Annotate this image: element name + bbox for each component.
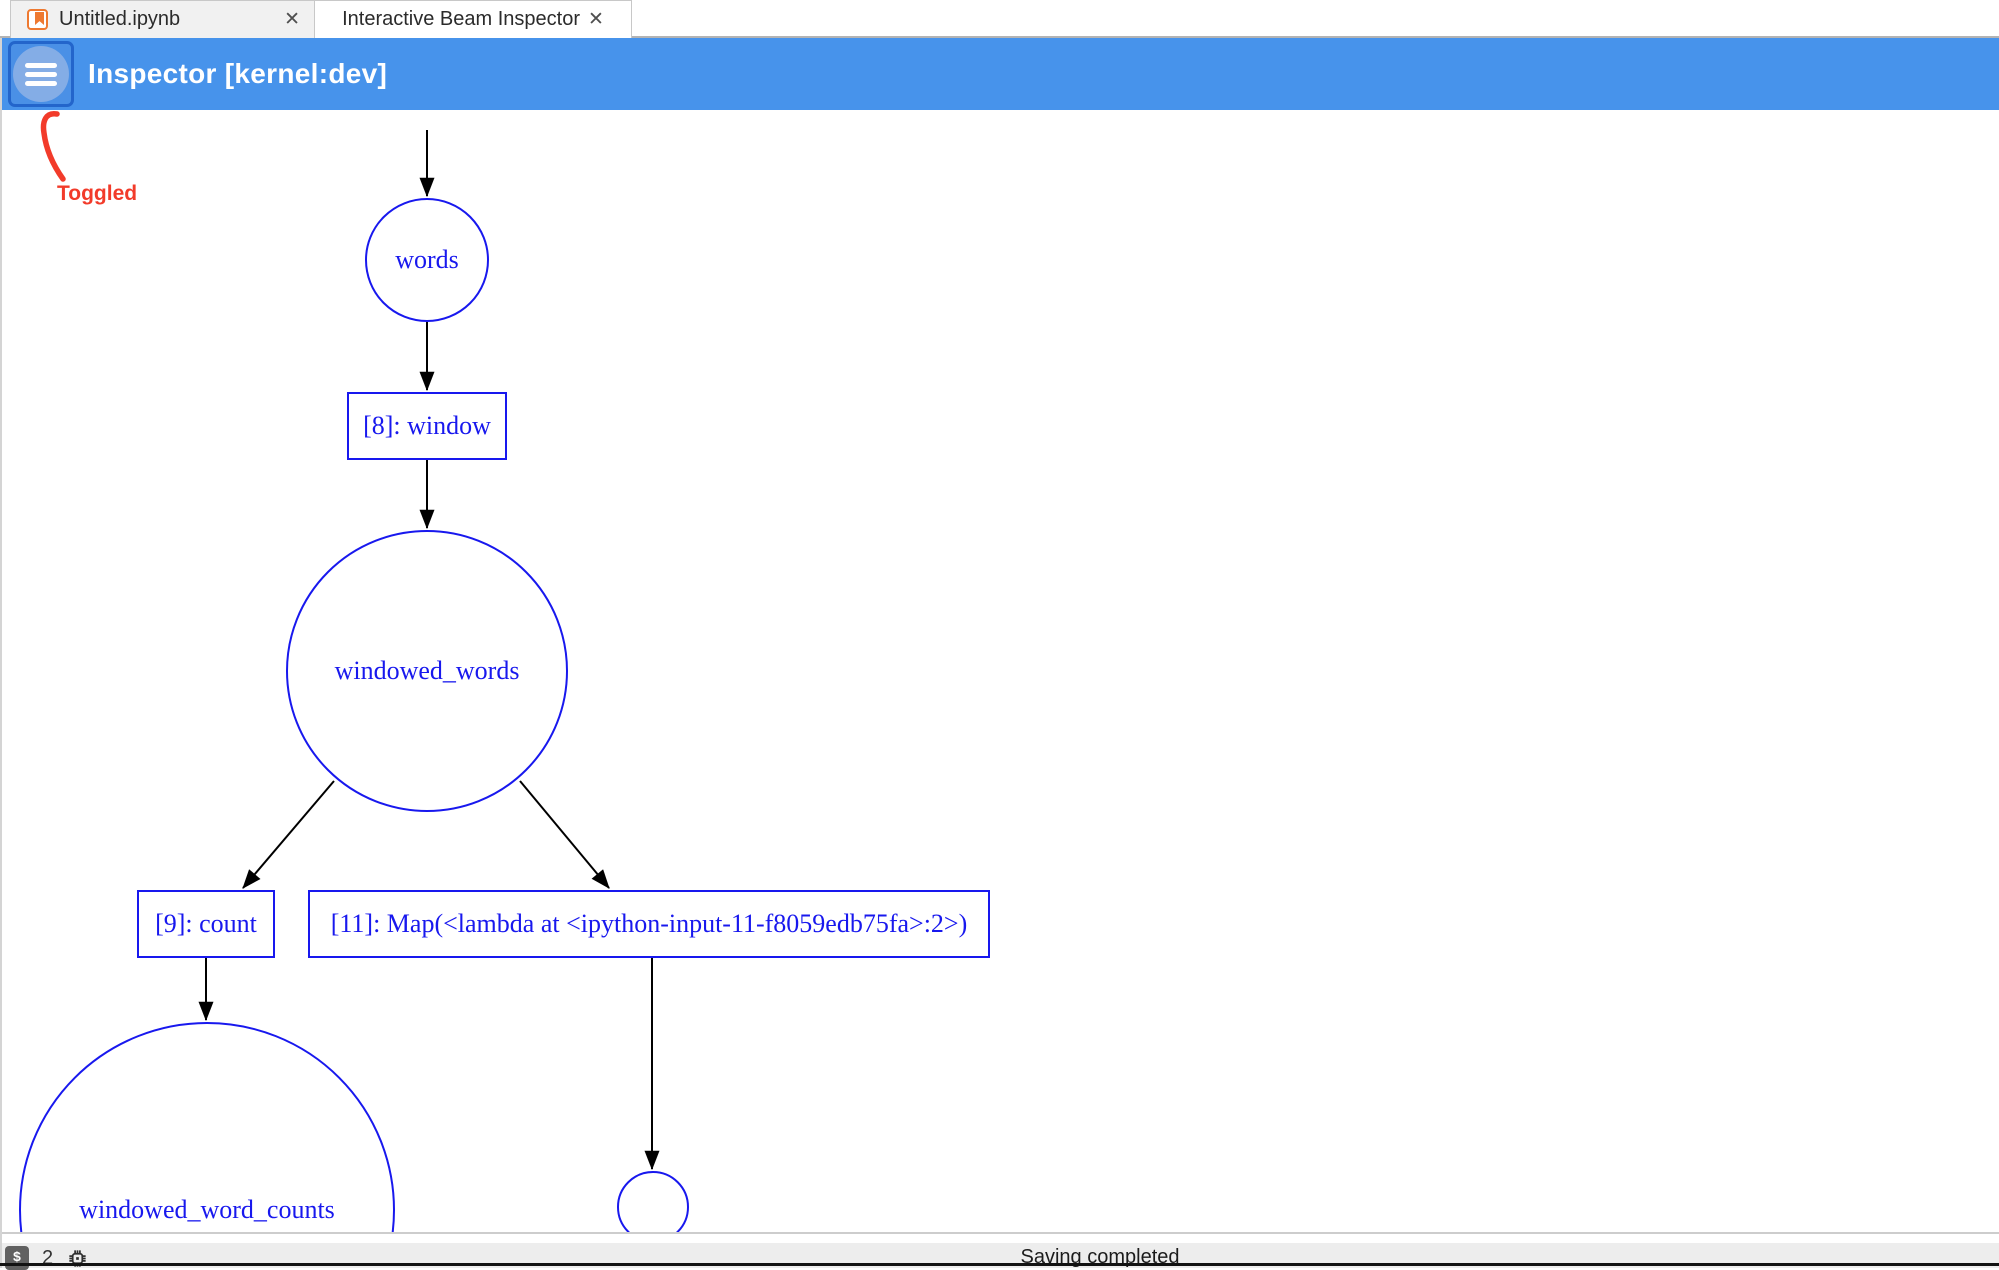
content-bottom-divider: [0, 1232, 1999, 1234]
status-message: Saving completed: [1020, 1246, 1180, 1268]
bug-icon[interactable]: [66, 1247, 89, 1270]
dock-tab-bar: Untitled.ipynb ✕ Interactive Beam Inspec…: [0, 0, 1999, 38]
hamburger-bar: [25, 80, 57, 86]
node-cell-8-window[interactable]: [8]: window: [347, 392, 507, 460]
hamburger-bar: [25, 71, 57, 77]
close-icon[interactable]: ✕: [284, 9, 300, 30]
node-cell-11-map[interactable]: [11]: Map(<lambda at <ipython-input-11-f…: [308, 890, 990, 958]
node-words[interactable]: words: [365, 198, 489, 322]
node-label: [9]: count: [155, 909, 257, 938]
kernel-sessions-count[interactable]: 2: [42, 1247, 54, 1269]
node-label: [11]: Map(<lambda at <ipython-input-11-f…: [330, 909, 968, 938]
status-bar-left-group: $ 2: [5, 1246, 89, 1270]
tab-label: Untitled.ipynb: [59, 8, 181, 30]
inspector-toolbar: Inspector [kernel:dev]: [0, 38, 1999, 110]
notebook-bookmark: [35, 12, 44, 25]
pipeline-graph-canvas: words [8]: window windowed_words [9]: co…: [0, 110, 1999, 1232]
tab-label: Interactive Beam Inspector: [342, 8, 580, 30]
graph-edge: [519, 780, 610, 889]
annotation-arrow: [40, 111, 66, 182]
graph-edges: [198, 130, 660, 1171]
close-icon[interactable]: ✕: [587, 9, 604, 30]
annotation-label: Toggled: [57, 182, 138, 205]
hamburger-bar: [25, 62, 57, 68]
node-cell-9-count[interactable]: [9]: count: [137, 890, 275, 958]
tab-beam-inspector[interactable]: Interactive Beam Inspector ✕: [315, 0, 632, 38]
page-title: Inspector [kernel:dev]: [88, 58, 388, 89]
graph-edge: [242, 780, 335, 889]
node-unnamed-pcollection[interactable]: [617, 1171, 689, 1232]
node-label: [8]: window: [363, 411, 491, 440]
node-label: words: [395, 245, 459, 274]
node-label: windowed_word_counts: [79, 1195, 335, 1224]
notebook-icon: [27, 9, 48, 30]
hamburger-menu-button[interactable]: [8, 41, 74, 107]
terminal-icon[interactable]: $: [5, 1246, 29, 1270]
window-left-border: [0, 38, 2, 1268]
window-bottom-border: [0, 1263, 1999, 1266]
node-windowed-words[interactable]: windowed_words: [286, 530, 568, 812]
tab-untitled-notebook[interactable]: Untitled.ipynb ✕: [10, 0, 315, 38]
node-label: windowed_words: [334, 656, 520, 685]
hamburger-icon: [13, 46, 69, 102]
